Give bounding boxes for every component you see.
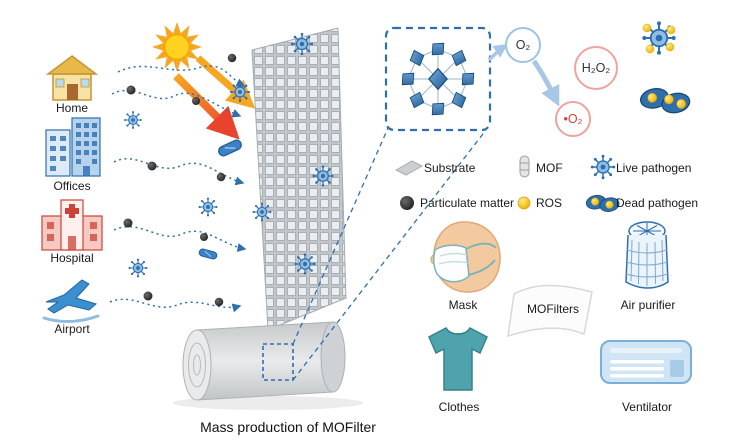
legend-label-dead-pathogen: Dead pathogen	[616, 196, 699, 210]
zoom-region	[262, 127, 487, 381]
app-label-mofilters: MOFilters	[527, 302, 579, 316]
caption-mass-production: Mass production of MOFilter	[200, 419, 376, 435]
sun-icon	[152, 22, 202, 72]
source-label-airport: Airport	[54, 322, 90, 336]
app-label-mask: Mask	[448, 298, 478, 312]
ventilator-icon	[600, 340, 692, 384]
live-pathogen-icon	[590, 154, 616, 180]
app-label-ventilator: Ventilator	[621, 400, 673, 414]
mofilter-sheet	[251, 27, 347, 331]
house-icon	[45, 55, 99, 101]
h2o2-circle	[574, 46, 618, 90]
superoxide-circle	[555, 101, 591, 137]
floating-pathogens	[123, 81, 251, 278]
legend-label-particulate-matter: Particulate matter	[420, 196, 515, 210]
mofilters-sheet	[507, 284, 593, 338]
fabric-roll	[173, 321, 363, 410]
airplane-icon	[42, 279, 100, 323]
legend-label-live-pathogen: Live pathogen	[616, 161, 692, 175]
ros-icon	[517, 196, 531, 210]
superoxide-label: •O₂	[563, 112, 583, 126]
office-buildings-icon	[45, 117, 101, 177]
mof-crystal-structure	[396, 37, 480, 121]
source-label-hospital: Hospital	[50, 251, 94, 265]
mof-structure-box	[384, 26, 492, 132]
app-label-clothes: Clothes	[438, 400, 480, 414]
mof-icon	[519, 155, 530, 178]
mask-icon	[430, 221, 501, 293]
app-label-air-purifier: Air purifier	[620, 298, 676, 312]
particulate-matter-icon	[400, 196, 414, 210]
legend-label-ros: ROS	[536, 196, 563, 210]
source-label-home: Home	[55, 101, 88, 115]
source-label-offices: Offices	[53, 179, 91, 193]
substrate-icon	[394, 160, 424, 176]
photocatalysis-reaction	[487, 27, 618, 137]
o2-label: O₂	[515, 38, 531, 52]
clothes-icon	[428, 326, 488, 391]
dead-pathogen-illustration	[639, 88, 691, 114]
airflow-paths	[109, 65, 247, 313]
legend-label-substrate: Substrate	[424, 161, 476, 175]
legend-icons	[394, 154, 620, 212]
h2o2-label: H₂O₂	[581, 61, 611, 75]
o2-circle	[505, 27, 541, 63]
dead-pathogen-icon	[585, 194, 620, 212]
live-pathogen-attacked	[641, 20, 677, 56]
legend-label-mof: MOF	[536, 161, 563, 175]
air-purifier-icon	[625, 221, 669, 289]
hospital-icon	[41, 199, 103, 251]
